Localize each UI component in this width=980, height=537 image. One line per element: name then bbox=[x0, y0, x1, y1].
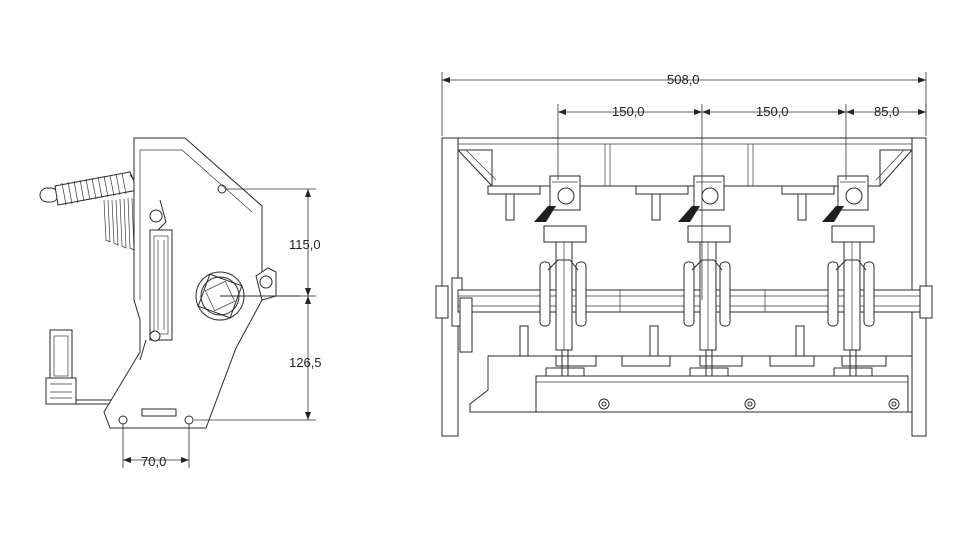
dim-front-edge-offset: 85,0 bbox=[874, 104, 899, 119]
mechanism-column bbox=[139, 199, 173, 361]
top-channel bbox=[457, 137, 913, 221]
dim-front-pitch-2: 150,0 bbox=[756, 104, 789, 119]
side-view: 115,0 126,5 70,0 bbox=[39, 137, 322, 469]
pole-2 bbox=[678, 175, 731, 376]
side-dimensions bbox=[122, 188, 316, 468]
lever-bracket bbox=[45, 329, 132, 405]
dim-front-total-width: 508,0 bbox=[667, 72, 700, 87]
operating-shaft bbox=[195, 267, 300, 321]
dim-front-pitch-1: 150,0 bbox=[612, 104, 645, 119]
pole-3 bbox=[822, 175, 875, 376]
front-dimensions bbox=[441, 72, 927, 300]
bottom-rail bbox=[469, 325, 913, 413]
plate-slot bbox=[141, 408, 177, 417]
front-view: 508,0 150,0 150,0 85,0 bbox=[435, 72, 933, 437]
pole-1 bbox=[534, 175, 587, 376]
dim-side-height-upper: 115,0 bbox=[289, 237, 321, 252]
dim-side-height-lower: 126,5 bbox=[289, 355, 322, 370]
side-plate bbox=[103, 137, 263, 429]
dim-side-width-bottom: 70,0 bbox=[141, 454, 166, 469]
